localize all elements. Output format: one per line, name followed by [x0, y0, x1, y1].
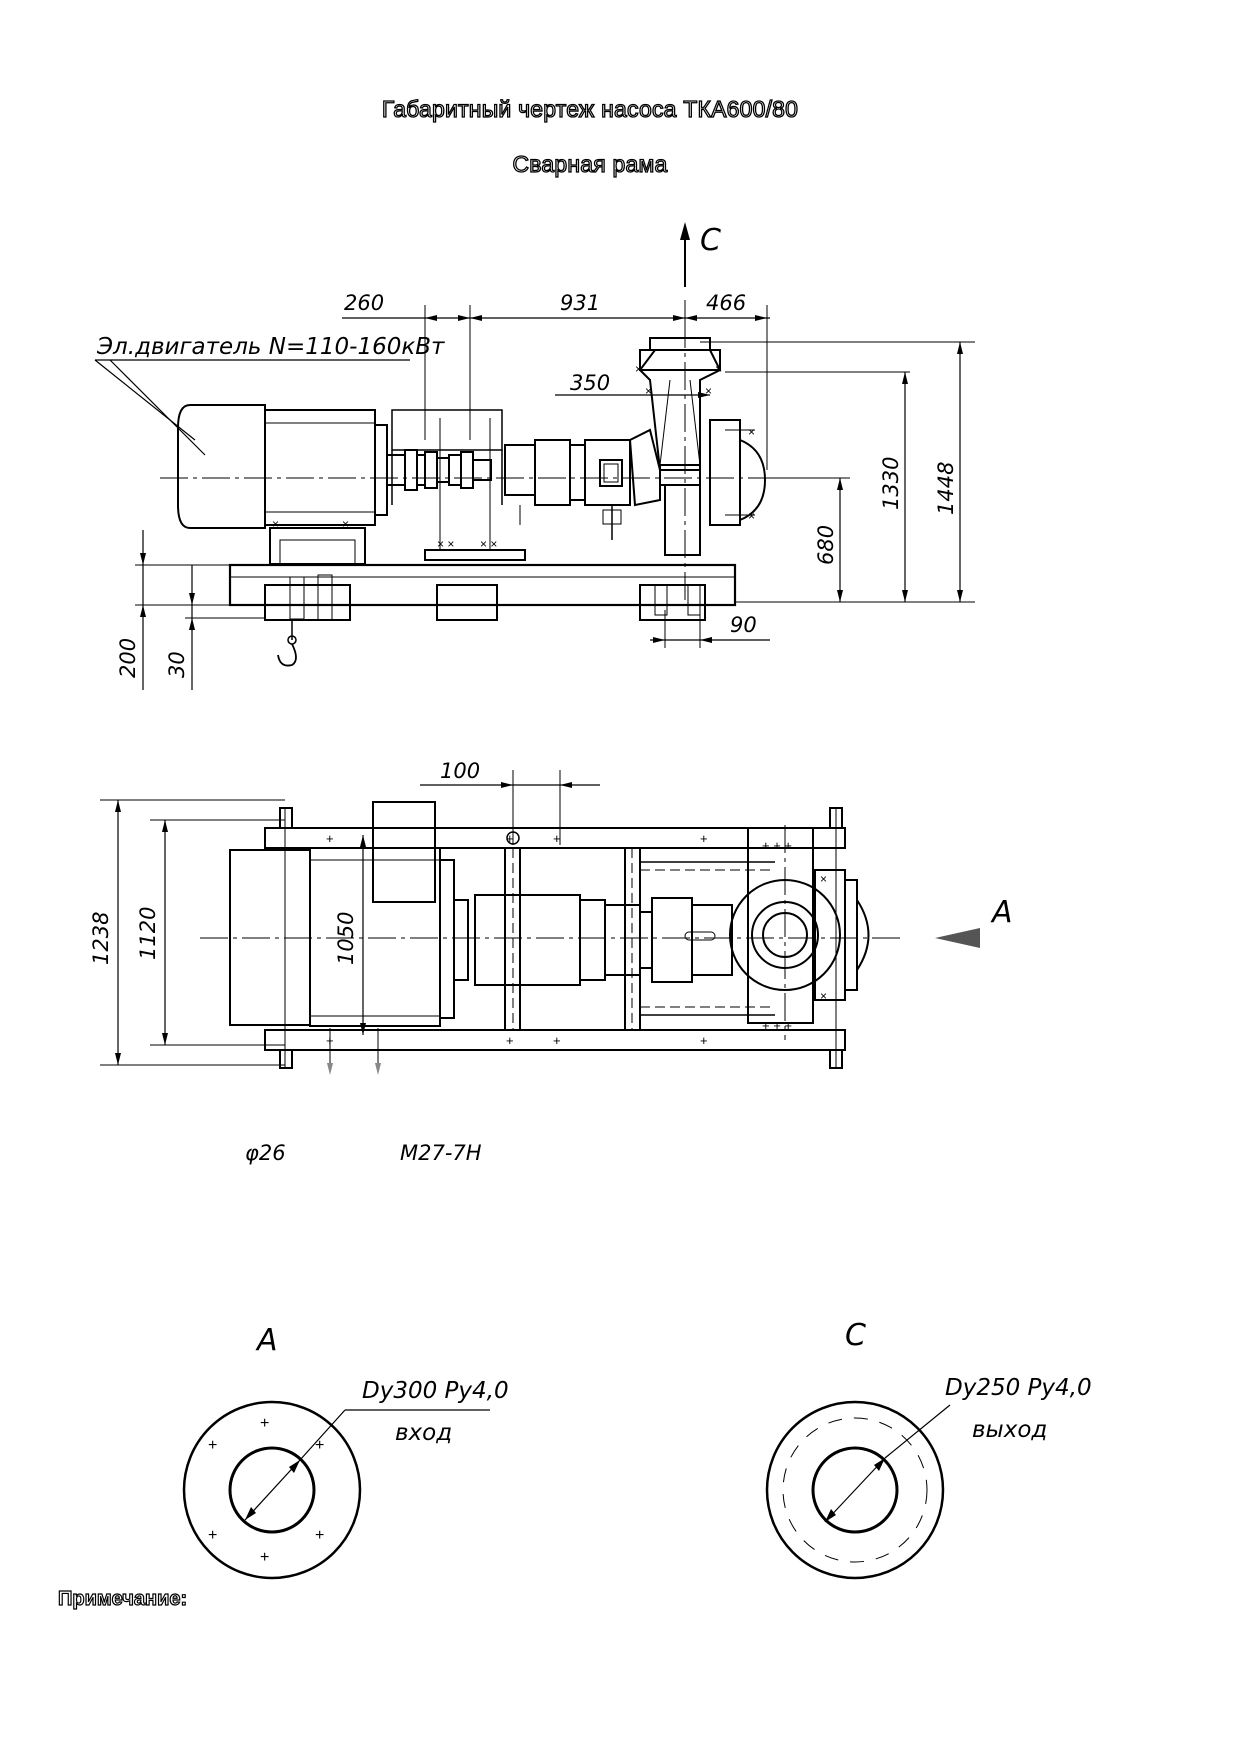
svg-text:+: + — [208, 1437, 217, 1454]
dim-1050: 1050 — [334, 912, 358, 965]
svg-text:×: × — [635, 362, 642, 376]
dim-466: 466 — [706, 291, 746, 315]
view-c-flange-spec: Dy250 Py4,0 — [945, 1375, 1092, 1401]
svg-text:+: + — [700, 831, 708, 846]
dim-200: 200 — [116, 638, 140, 678]
dim-30: 30 — [165, 651, 189, 678]
svg-text:×: × — [272, 517, 279, 531]
svg-text:+ + +: + + + — [762, 1018, 792, 1033]
svg-text:× ×: × × — [480, 537, 497, 551]
dim-1448: 1448 — [934, 462, 958, 515]
view-c-port: выход — [972, 1417, 1047, 1443]
svg-text:+: + — [553, 1033, 561, 1048]
svg-text:× ×: × × — [437, 537, 454, 551]
view-c-title: С — [845, 1318, 866, 1353]
motor-label: Эл.двигатель N=110-160кВт — [96, 334, 445, 360]
side-view: С 260 931 466 Эл.двигатель N=110-160кВт … — [94, 222, 975, 690]
svg-text:+: + — [553, 831, 561, 846]
dim-90: 90 — [730, 613, 757, 637]
dim-931: 931 — [560, 291, 600, 315]
view-a-port: вход — [395, 1420, 452, 1446]
svg-text:×: × — [645, 384, 652, 398]
hole-diameter: φ26 — [245, 1141, 286, 1165]
dim-260: 260 — [344, 291, 384, 315]
svg-text:+: + — [315, 1437, 324, 1454]
dim-1330: 1330 — [879, 457, 903, 510]
svg-text:×: × — [342, 517, 349, 531]
view-a-flange: А + + + + + + Dy300 Py4,0 вход — [182, 1323, 509, 1580]
dim-100: 100 — [440, 759, 480, 783]
svg-text:+: + — [208, 1527, 217, 1544]
dim-1120: 1120 — [136, 907, 160, 960]
svg-text:+: + — [260, 1549, 269, 1566]
svg-text:×: × — [748, 425, 755, 439]
dim-350: 350 — [570, 371, 610, 395]
dim-1238: 1238 — [89, 912, 113, 965]
view-a-title: А — [255, 1323, 278, 1358]
svg-text:+: + — [506, 1033, 514, 1048]
svg-text:+: + — [260, 1415, 269, 1432]
svg-text:+ + +: + + + — [762, 838, 792, 853]
view-a-marker: А — [990, 895, 1013, 930]
top-view: 100 + + + + + + + + — [89, 759, 1013, 1165]
view-c-flange: С Dy250 Py4,0 выход — [765, 1318, 1092, 1580]
svg-text:×: × — [820, 989, 827, 1003]
svg-text:×: × — [705, 384, 712, 398]
page-title: Габаритный чертеж насоса ТКА600/80 — [381, 95, 799, 122]
svg-text:+: + — [315, 1527, 324, 1544]
page-subtitle: Сварная рама — [512, 150, 668, 177]
dim-680: 680 — [814, 525, 838, 565]
svg-text:×: × — [715, 362, 722, 376]
svg-text:+: + — [506, 831, 514, 846]
svg-text:×: × — [748, 509, 755, 523]
svg-text:+: + — [326, 831, 334, 846]
view-c-marker: С — [700, 223, 721, 258]
thread-spec: М27-7Н — [400, 1141, 482, 1165]
svg-text:+: + — [700, 1033, 708, 1048]
note-label: Примечание: — [57, 1587, 188, 1610]
svg-text:×: × — [820, 872, 827, 886]
view-a-flange-spec: Dy300 Py4,0 — [362, 1378, 509, 1404]
